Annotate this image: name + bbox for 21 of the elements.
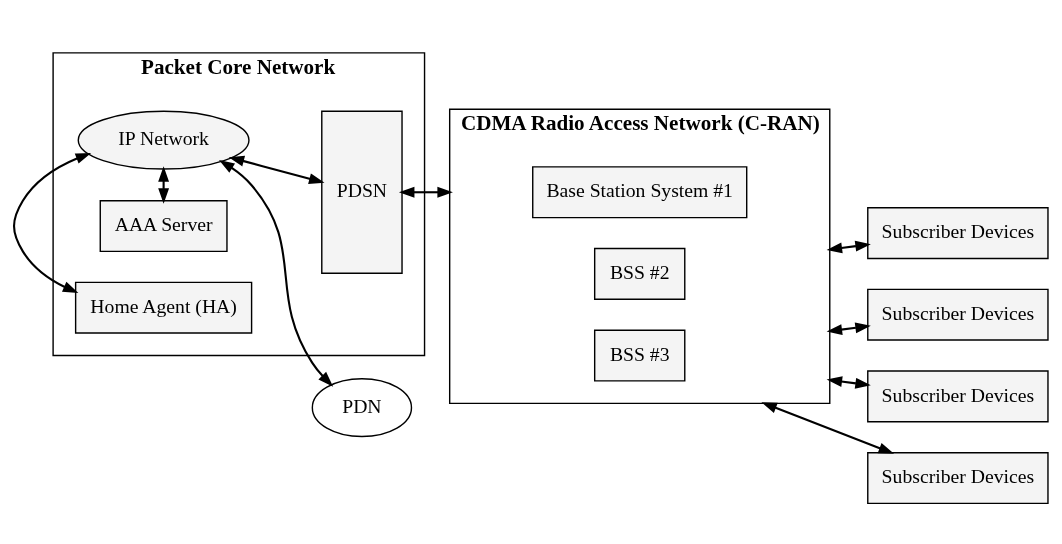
node-box: Subscriber Devices — [867, 451, 1049, 504]
node-box: BSS #2 — [593, 247, 686, 300]
node-box: Subscriber Devices — [867, 369, 1049, 422]
node-box: PDSN — [321, 110, 403, 274]
node-box: Subscriber Devices — [867, 206, 1049, 259]
node-box: Home Agent (HA) — [74, 281, 253, 334]
arrow — [826, 375, 871, 389]
arrow — [398, 186, 453, 198]
node-ellipse: IP Network — [77, 110, 250, 170]
arrow — [761, 401, 895, 454]
arrow — [228, 155, 325, 184]
arrow — [158, 165, 170, 204]
node-box: Subscriber Devices — [867, 288, 1049, 341]
arrow — [826, 321, 871, 335]
node-box: AAA Server — [99, 199, 228, 252]
arrow — [218, 159, 334, 387]
node-ellipse: PDN — [311, 377, 413, 437]
arrow — [12, 152, 92, 293]
node-box: Base Station System #1 — [532, 165, 748, 218]
arrow — [826, 240, 871, 253]
node-box: BSS #3 — [593, 329, 686, 382]
